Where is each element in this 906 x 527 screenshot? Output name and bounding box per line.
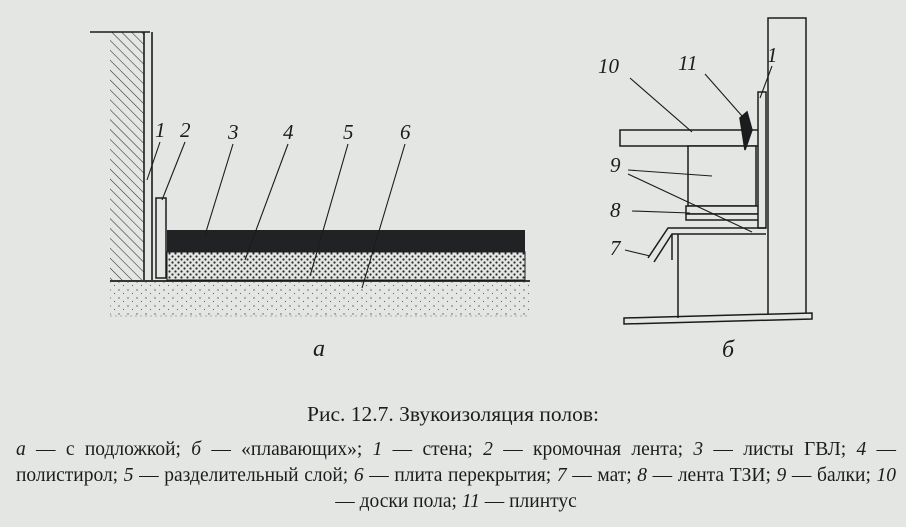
legend-text: — лента ТЗИ;	[647, 465, 771, 486]
label-b-1: 1	[767, 43, 778, 67]
legend-key: 7	[556, 465, 567, 486]
legend-text: — с подложкой;	[25, 439, 181, 460]
legend-entry: 2 — кромочная лента;	[483, 439, 683, 460]
label-b-7: 7	[610, 236, 622, 260]
label-a-4: 4	[283, 120, 294, 144]
legend-entry: 9 — балки;	[777, 465, 871, 486]
leaders-a	[146, 141, 406, 289]
legend-key: 3	[693, 439, 704, 460]
label-a-2: 2	[180, 118, 191, 142]
legend-text: — доски пола;	[335, 491, 457, 512]
polystyrene-layer	[166, 251, 526, 281]
legend-entry: 6 — плита перекрытия;	[354, 465, 551, 486]
legend-entry: 11 — плинтус	[462, 491, 577, 512]
mat-vertical	[757, 91, 767, 229]
wall-b	[767, 17, 807, 319]
label-b-8: 8	[610, 198, 621, 222]
legend-entry: 5 — разделительный слой;	[124, 465, 348, 486]
legend-key: б	[191, 439, 202, 460]
legend-key: 6	[353, 465, 364, 486]
label-a-5: 5	[343, 120, 354, 144]
diagram-b	[619, 17, 813, 325]
legend-key: 5	[123, 465, 134, 486]
diagram-a: 1 2 3 4 5 6 а	[90, 31, 530, 362]
floor-slab	[110, 282, 530, 316]
legend-entry: 3 — листы ГВЛ;	[693, 439, 846, 460]
edge-tape	[155, 197, 167, 279]
legend-key: 9	[776, 465, 787, 486]
legend-entry: б — «плавающих»;	[191, 439, 362, 460]
label-b-9: 9	[610, 153, 621, 177]
label-a-3: 3	[227, 120, 239, 144]
legend-entry: 1 — стена;	[373, 439, 473, 460]
legend-key: 4	[856, 439, 867, 460]
joist	[687, 145, 757, 207]
legend-text: — полистирол;	[16, 439, 897, 486]
legend-key: 11	[461, 491, 480, 512]
gvl-sheet-layer	[167, 230, 525, 252]
legend-text: — мат;	[566, 465, 632, 486]
legend-text: — балки;	[786, 465, 871, 486]
caption-title: Рис. 12.7. Звукоизоляция полов:	[307, 402, 599, 426]
label-a-1: 1	[155, 118, 166, 142]
figure-diagram: 1 2 3 4 5 6 а	[90, 17, 813, 363]
legend-entry: а — с подложкой;	[16, 439, 181, 460]
legend-entry: 7 — мат;	[557, 465, 632, 486]
legend-text: — «плавающих»;	[201, 439, 363, 460]
legend-text: — кромочная лента;	[492, 439, 684, 460]
label-b-11: 11	[678, 51, 697, 75]
sublabel-a: а	[313, 336, 325, 362]
skirting	[739, 110, 753, 151]
sublabel-b: б	[722, 337, 735, 363]
legend-key: 8	[637, 465, 648, 486]
floor-board	[619, 129, 761, 147]
caption-legend: а — с подложкой; б — «плавающих»; 1 — ст…	[16, 437, 896, 515]
legend-key: а	[16, 439, 26, 460]
tzi-tape	[685, 205, 761, 215]
floor-slab-b	[623, 312, 813, 325]
legend-text: — разделительный слой;	[133, 465, 349, 486]
mat-lower	[647, 227, 766, 263]
wall-a	[90, 31, 153, 280]
legend-key: 2	[483, 439, 493, 460]
leaders-b	[624, 65, 773, 257]
label-a-6: 6	[400, 120, 411, 144]
legend-text: — плинтус	[479, 491, 577, 512]
legend-entry: 4 — полистирол;	[16, 439, 896, 486]
legend-key: 10	[876, 465, 897, 486]
legend-text: — стена;	[382, 439, 473, 460]
legend-text: — плита перекрытия;	[363, 465, 552, 486]
legend-entry: 8 — лента ТЗИ;	[637, 465, 771, 486]
legend-key: 1	[372, 439, 383, 460]
legend-entry: 10 — доски пола;	[335, 465, 896, 512]
label-b-10: 10	[598, 54, 620, 78]
legend-text: — листы ГВЛ;	[703, 439, 847, 460]
